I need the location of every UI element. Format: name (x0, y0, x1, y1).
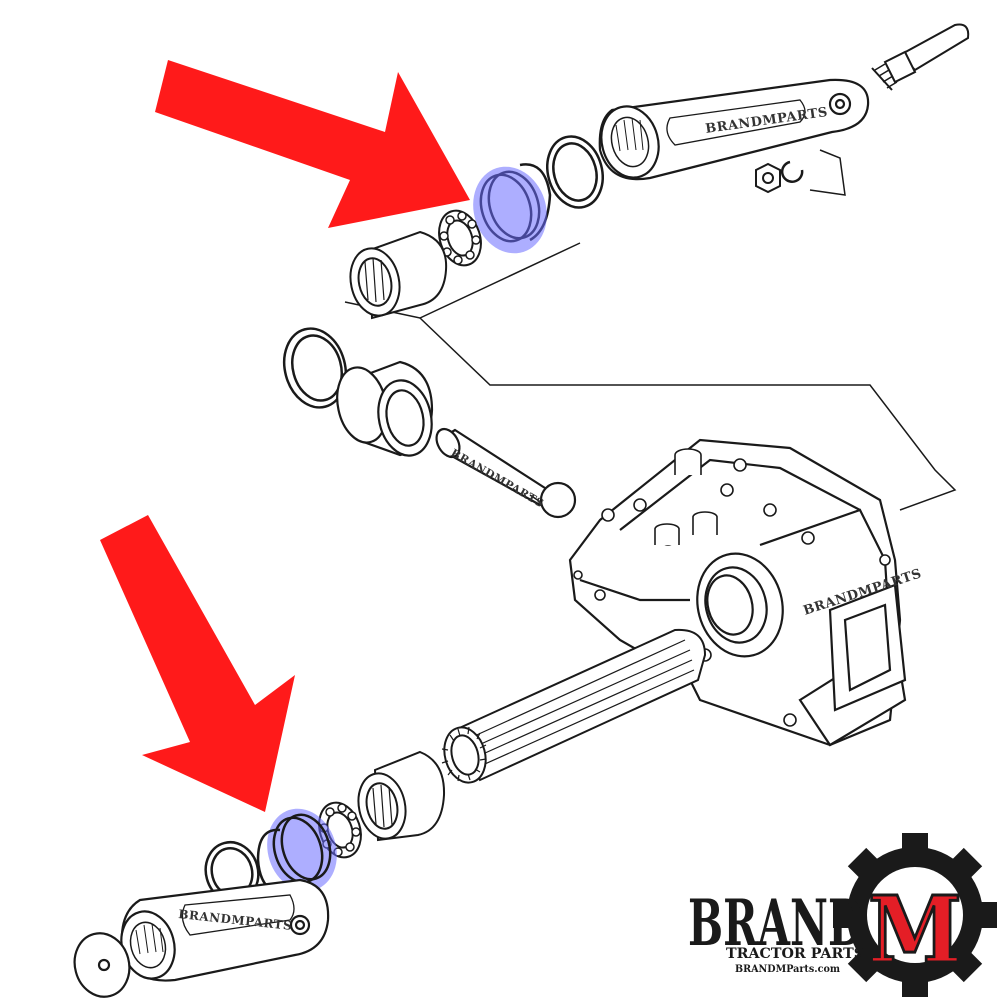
lower-lever-arm: BRANDMPARTS (120, 878, 330, 982)
lower-needle-bearing (357, 750, 446, 842)
upper-flat-washer (546, 135, 604, 209)
logo-letter-m: M (868, 876, 962, 984)
middle-bushing (336, 360, 434, 457)
lift-housing: BRANDMPARTS (568, 438, 924, 747)
logo-website: BRANDMParts.com (735, 964, 840, 975)
upper-needle-bearing (349, 230, 448, 320)
upper-stud (871, 23, 970, 91)
upper-lever-arm: BRANDMPARTS (598, 78, 870, 181)
logo-subtitle: TRACTOR PARTS (726, 946, 864, 962)
splined-shaft (441, 628, 707, 784)
middle-seal-ring (282, 327, 348, 409)
brand-logo: BRAND M TRACTOR PARTS BRANDMParts.com (688, 833, 997, 997)
upper-needle-cage (438, 209, 482, 267)
upper-arrow-icon (155, 60, 470, 228)
logo-brand-word: BRAND (688, 886, 864, 961)
gear-icon (833, 833, 997, 997)
upper-highlight (473, 166, 547, 254)
upper-nut-washer (755, 160, 804, 194)
lower-end-washer (73, 932, 131, 998)
lower-arrow-icon (100, 515, 295, 812)
